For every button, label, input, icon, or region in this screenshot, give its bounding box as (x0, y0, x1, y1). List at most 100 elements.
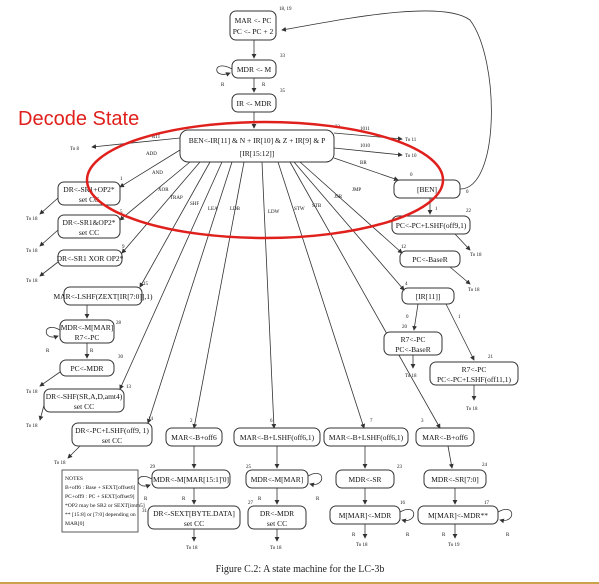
state-number: 18, 19 (279, 7, 292, 12)
state-br: PC<-PC+LSHF(off9,1) 22 (391, 209, 472, 235)
state-decode: BEN<-IR[11] & N + IR[10] & Z + IR[9] & P… (179, 125, 341, 163)
svg-text:MDR<-SR[7:0]: MDR<-SR[7:0] (431, 475, 479, 484)
state-trap-3: PC<-MDR 30 (59, 355, 124, 377)
svg-text:R: R (90, 349, 94, 354)
state-number: 12 (401, 245, 407, 250)
svg-text:To 8: To 8 (70, 147, 79, 152)
svg-text:[IR[11]]: [IR[11]] (416, 292, 441, 301)
svg-text:BR: BR (360, 161, 367, 166)
svg-text:[IR[15:12]]: [IR[15:12]] (240, 149, 275, 158)
svg-text:PC<-BaseR: PC<-BaseR (395, 345, 430, 354)
svg-text:R7<-PC: R7<-PC (462, 365, 487, 374)
svg-text:MAR[0]: MAR[0] (65, 521, 84, 527)
svg-text:RTI: RTI (152, 135, 160, 140)
svg-text:R: R (506, 533, 510, 538)
state-number: 2 (190, 419, 193, 424)
svg-text:R: R (406, 533, 410, 538)
svg-text:JSR: JSR (334, 195, 343, 200)
svg-text:To 18: To 18 (26, 424, 38, 429)
state-number: 3 (421, 419, 424, 424)
state-number: 6 (270, 419, 273, 424)
state-number: 9 (122, 245, 125, 250)
state-number: 29 (150, 465, 156, 470)
wait-loop-arrow (307, 473, 323, 488)
state-number: 31 (142, 509, 148, 514)
state-number: 15 (143, 282, 149, 287)
state-ldw-2: MDR<-M[MAR] 25 R R (245, 465, 323, 502)
svg-text:M[MAR]<-MDR**: M[MAR]<-MDR** (428, 511, 488, 520)
svg-text:LDB: LDB (230, 207, 241, 212)
svg-text:R: R (46, 349, 50, 354)
decode-state-label: Decode State (18, 108, 139, 130)
wait-loop-arrow (45, 327, 61, 340)
svg-text:IR <- MDR: IR <- MDR (236, 99, 271, 108)
svg-text:DR<-SHF(SR,A,D,amt4): DR<-SHF(SR,A,D,amt4) (46, 392, 123, 401)
notes-box: NOTES B+off6 : Base + SEXT[offset6] PC+o… (61, 469, 145, 533)
svg-text:0: 0 (406, 315, 409, 320)
state-jmp: PC<-BaseR 12 (399, 245, 461, 268)
svg-text:R: R (352, 533, 356, 538)
svg-text:MDR<-M[MAR[15:1]'0]: MDR<-M[MAR[15:1]'0] (153, 475, 229, 484)
svg-text:MDR <- M: MDR <- M (237, 65, 272, 74)
svg-text:SHF: SHF (190, 202, 199, 207)
svg-text:MDR<-M[MAR]: MDR<-M[MAR] (251, 475, 304, 484)
svg-text:R: R (316, 497, 320, 502)
svg-text:1010: 1010 (360, 144, 371, 149)
svg-text:To 10: To 10 (405, 154, 417, 159)
state-number: 5 (120, 210, 123, 215)
state-number: 33 (280, 54, 286, 59)
state-number: 17 (484, 501, 490, 506)
bottom-rule (0, 582, 599, 584)
svg-text:To 18: To 18 (470, 253, 482, 258)
state-stb-3: M[MAR]<-MDR** 17 R R (417, 501, 513, 538)
state-number: 16 (400, 501, 406, 506)
svg-text:set CC: set CC (184, 519, 204, 528)
state-ldw-1: MAR<-B+LSHF(off6,1) 6 (233, 419, 321, 447)
state-ldb-3: DR<-SEXT[BYTE.DATA] set CC 31 (142, 505, 241, 530)
svg-text:STB: STB (312, 204, 322, 209)
svg-text:1011: 1011 (360, 127, 370, 132)
svg-text:TRAP: TRAP (170, 196, 183, 201)
state-stb-1: MAR<-B+off6 3 (415, 419, 475, 447)
svg-text:LDW: LDW (268, 210, 280, 215)
svg-text:MAR<-LSHF(ZEXT[IR[7:0]],1): MAR<-LSHF(ZEXT[IR[7:0]],1) (53, 292, 153, 301)
state-lea: DR<-PC+LSHF(off9, 1) set CC 14 (71, 417, 154, 447)
svg-text:PC<-BaseR: PC<-BaseR (412, 255, 447, 264)
svg-text:set CC: set CC (79, 228, 99, 237)
svg-text:To 18: To 18 (270, 546, 282, 551)
state-number: 27 (248, 501, 254, 506)
state-fetch-2: MDR <- M 33 R R (216, 54, 286, 88)
svg-text:To 18: To 18 (54, 461, 66, 466)
svg-text:R7<-PC: R7<-PC (75, 333, 100, 342)
state-number: 1 (120, 177, 123, 182)
svg-text:To 18: To 18 (468, 288, 480, 293)
wait-loop-arrow (497, 509, 513, 524)
state-number: 24 (482, 463, 488, 468)
svg-text:MAR<-B+off6: MAR<-B+off6 (422, 433, 468, 442)
svg-text:To 18: To 18 (405, 374, 417, 379)
svg-text:*OP2 may be SR2 or SEXT[imm5]: *OP2 may be SR2 or SEXT[imm5] (65, 503, 145, 509)
state-trap-2: MDR<-M[MAR] R7<-PC 28 R R (45, 319, 122, 354)
svg-text:BEN<-IR[11] & N + IR[10] & Z +: BEN<-IR[11] & N + IR[10] & Z + IR[9] & P (189, 136, 326, 145)
decode-highlight-ellipse (85, 120, 445, 240)
wait-loop-arrow (399, 509, 415, 524)
state-number: 0 (410, 173, 413, 178)
state-ben: [BEN] 0 (393, 173, 461, 199)
svg-text:R: R (258, 497, 262, 502)
state-ldb-2: MDR<-M[MAR[15:1]'0] 29 R R (137, 465, 231, 502)
svg-text:DR<-PC+LSHF(off9, 1): DR<-PC+LSHF(off9, 1) (75, 426, 149, 435)
svg-text:To 18: To 18 (26, 390, 38, 395)
state-number: 7 (370, 419, 373, 424)
state-number: 13 (126, 385, 132, 390)
svg-text:MDR<-SR: MDR<-SR (349, 475, 382, 484)
svg-text:To 18: To 18 (356, 543, 368, 548)
svg-text:PC<-PC+LSHF(off11,1): PC<-PC+LSHF(off11,1) (437, 375, 512, 384)
state-ldb-1: MAR<-B+off6 2 (165, 419, 223, 447)
state-jsr-1: [IR[11]] 4 (401, 282, 455, 305)
svg-text:AND: AND (152, 171, 163, 176)
svg-text:R7<-PC: R7<-PC (401, 335, 426, 344)
svg-text:JMP: JMP (352, 188, 361, 193)
svg-text:To 18: To 18 (186, 546, 198, 551)
state-trap-1: MAR<-LSHF(ZEXT[IR[7:0]],1) 15 (53, 282, 153, 306)
